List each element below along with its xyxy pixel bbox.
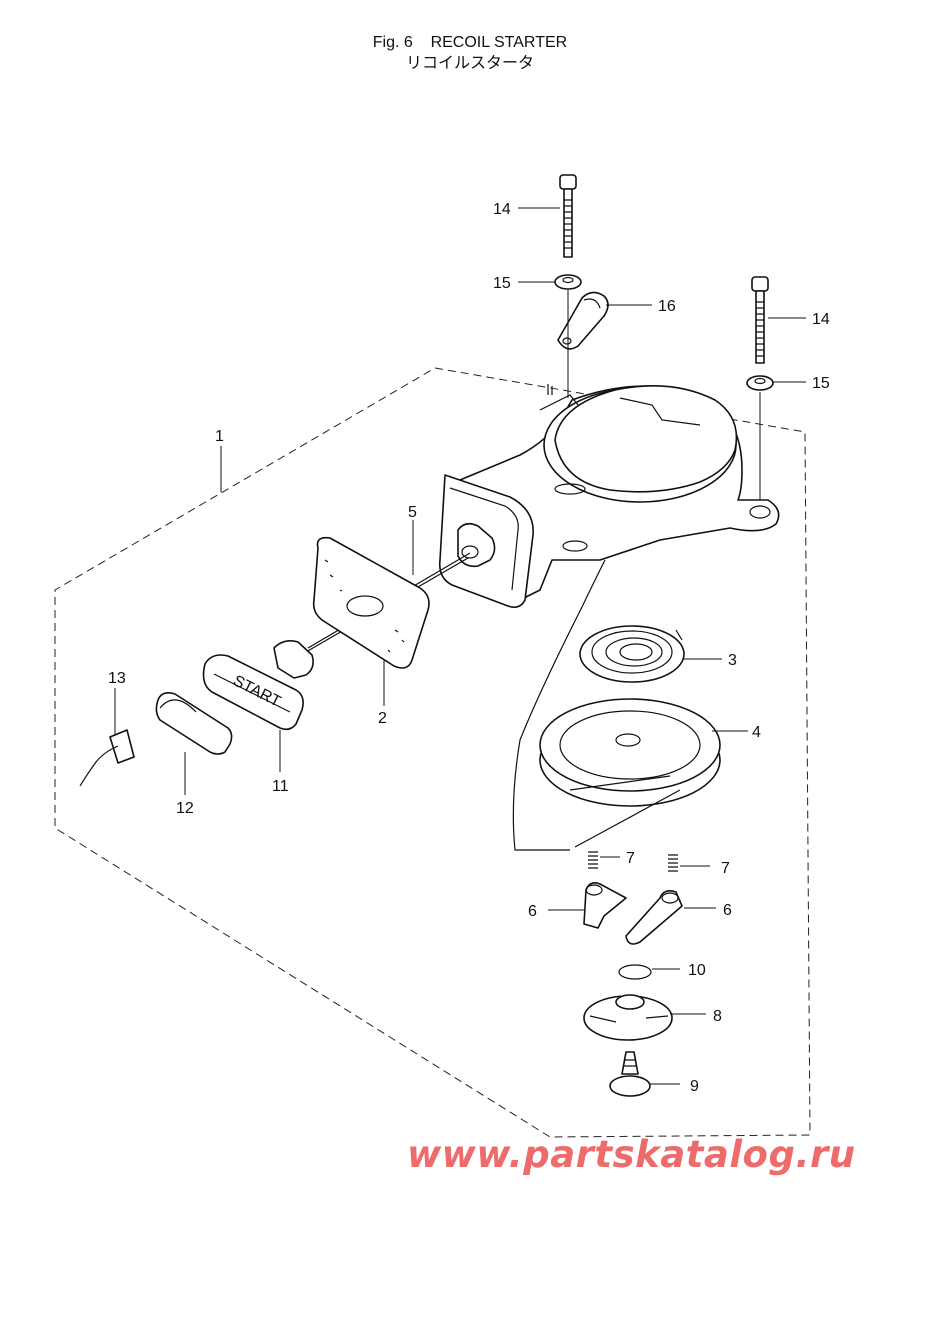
bolt-right: [751, 276, 769, 364]
pawl-spring-left: [588, 851, 598, 869]
e-ring: [618, 964, 652, 980]
figure-name: RECOIL STARTER: [430, 34, 568, 51]
bolt-left: [559, 174, 577, 258]
figure-title: Fig. 6 RECOIL STARTER リコイルスタータ: [0, 32, 940, 74]
leader-lines: [114, 207, 806, 1085]
callout-3: 3: [728, 652, 737, 669]
rope-holder: [155, 692, 233, 755]
recoil-spring: [579, 625, 685, 683]
callout-13: 13: [108, 670, 126, 687]
pawl-right: [625, 890, 683, 945]
rope-routing: [512, 559, 606, 851]
callout-8: 8: [713, 1008, 722, 1025]
rope-tag: [79, 729, 135, 787]
friction-plate: [583, 994, 673, 1041]
figure-number: Fig. 6: [372, 34, 413, 51]
callout-16: 16: [658, 298, 676, 315]
callout-2: 2: [378, 710, 387, 727]
rope-reel: [539, 698, 721, 848]
figure-name-jp: リコイルスタータ: [405, 55, 534, 72]
starter-handle: START: [202, 640, 314, 731]
washer-right: [746, 375, 774, 391]
callout-4: 4: [752, 724, 761, 741]
starter-housing: [438, 384, 780, 608]
callout-10: 10: [688, 962, 706, 979]
callout-14-left: 14: [493, 201, 511, 218]
callout-6-left: 6: [528, 903, 537, 920]
callout-11: 11: [272, 778, 289, 795]
callout-1: 1: [215, 428, 224, 445]
washer-left: [554, 274, 582, 290]
callout-15-right: 15: [812, 375, 830, 392]
callout-5: 5: [408, 504, 417, 521]
callout-9: 9: [690, 1078, 699, 1095]
assembly-boundary: [54, 367, 811, 1138]
pawl-left: [583, 882, 627, 929]
callout-14-right: 14: [812, 311, 830, 328]
callout-12: 12: [176, 800, 194, 817]
callout-15-left: 15: [493, 275, 511, 292]
set-screw: [609, 1051, 651, 1097]
cable-clamp: [557, 291, 609, 350]
pawl-spring-right: [668, 854, 678, 872]
callout-6-right: 6: [723, 902, 732, 919]
rope-guide-plate: [312, 536, 430, 669]
watermark: www.partskatalog.ru: [407, 1133, 856, 1176]
callout-7-right: 7: [721, 860, 730, 877]
callout-7-left: 7: [626, 850, 635, 867]
